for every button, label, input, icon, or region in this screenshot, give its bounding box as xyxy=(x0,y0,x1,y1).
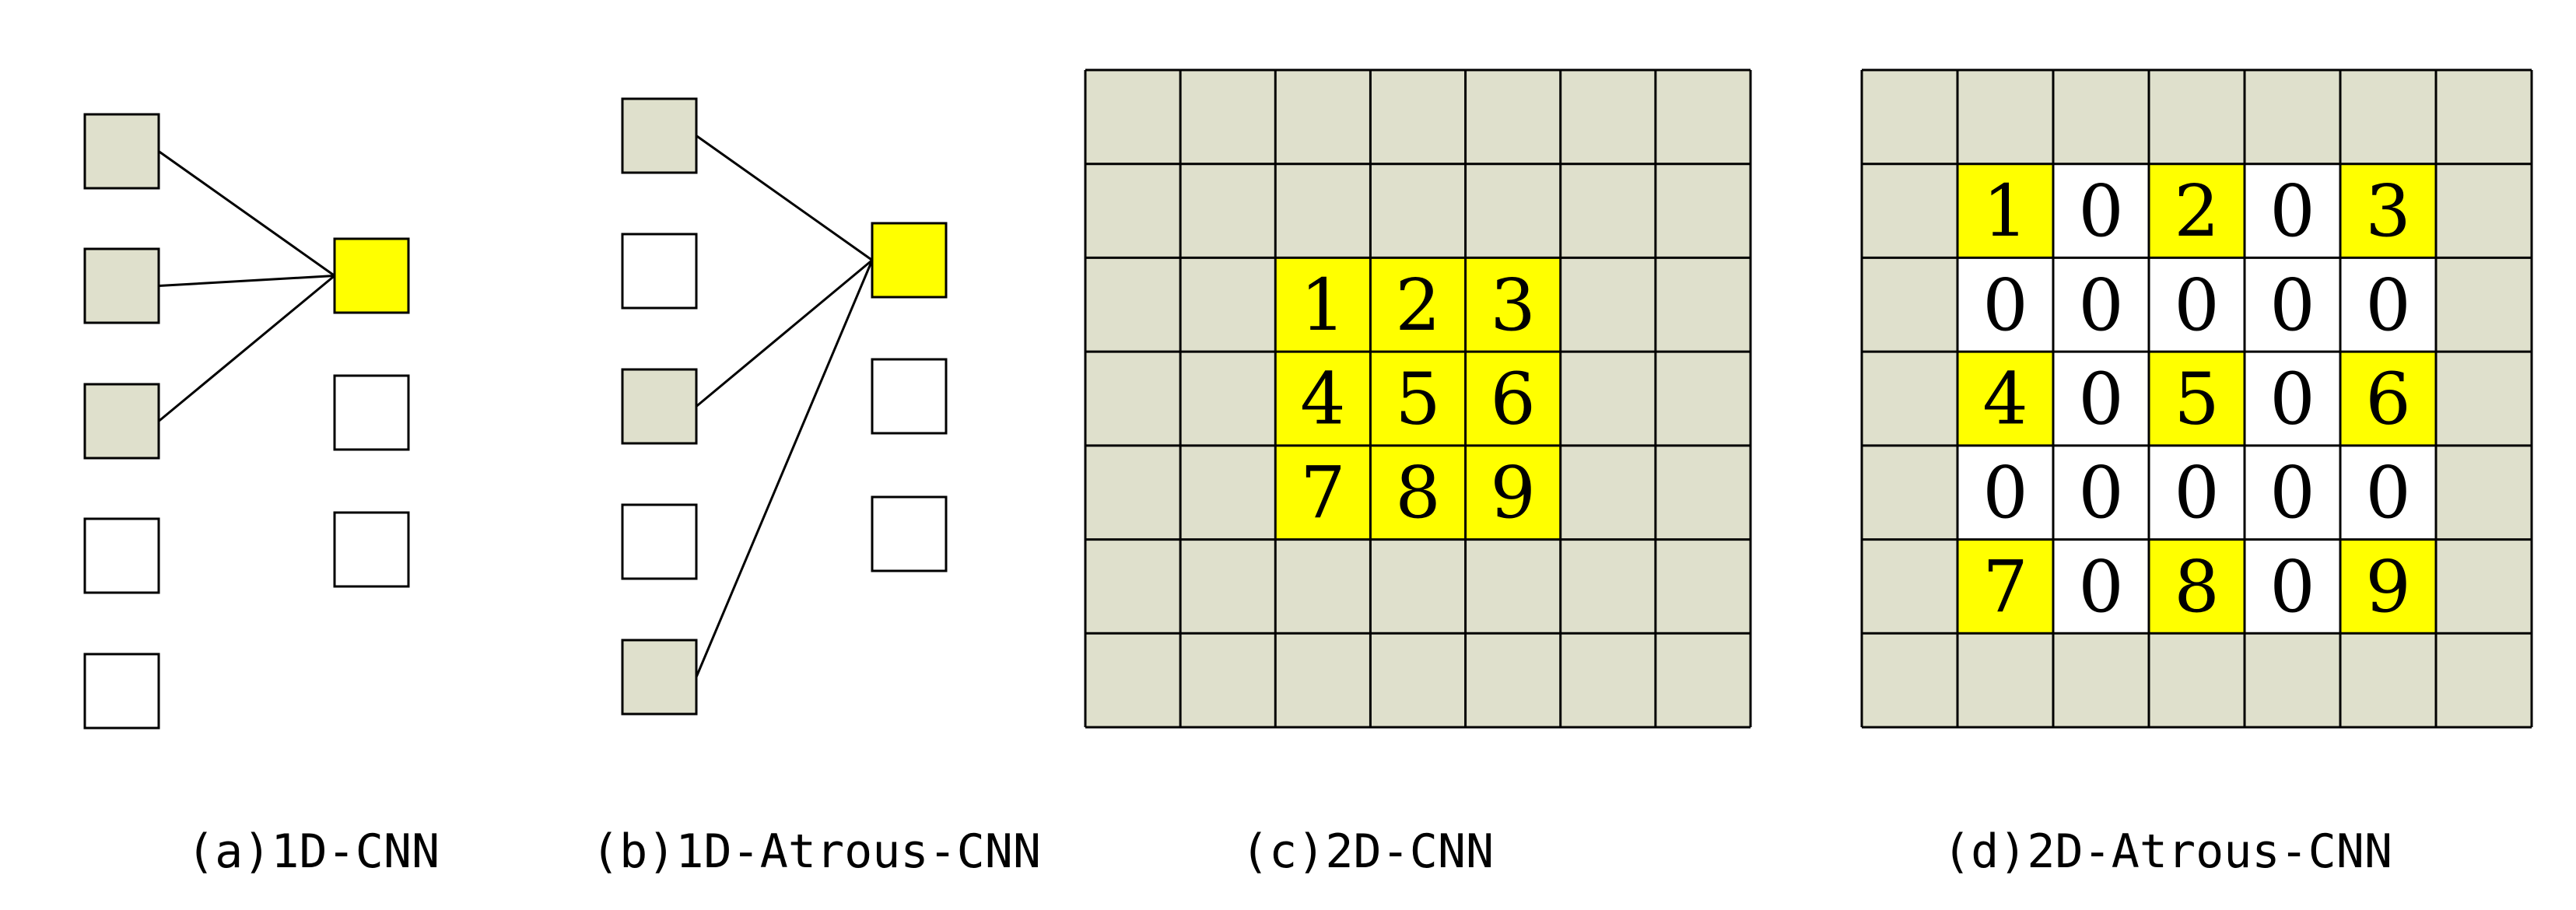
panel-d-kernel-cell xyxy=(1957,445,2053,540)
panel-c-kernel-cell xyxy=(1370,352,1466,446)
panel-d-kernel-value: 0 xyxy=(2174,451,2220,534)
panel-d-kernel-value: 0 xyxy=(2078,545,2124,628)
panel-d-kernel-value: 0 xyxy=(1982,451,2028,534)
panel-d-kernel-value: 0 xyxy=(2269,451,2315,534)
panel-d-kernel-cell xyxy=(2340,257,2436,352)
panel-d-kernel-value: 0 xyxy=(2078,264,2124,347)
panel-d-kernel-cell xyxy=(2245,352,2340,446)
panel-c-kernel-cell xyxy=(1275,445,1371,540)
panel-b-output-node xyxy=(871,358,948,435)
panel-d-kernel-cell xyxy=(2149,352,2245,446)
panel-d-kernel-value: 8 xyxy=(2174,545,2220,628)
panel-d-kernel-cell xyxy=(2245,539,2340,634)
panel-d-kernel-cell xyxy=(2340,163,2436,258)
panel-b-connection-line xyxy=(696,135,873,261)
panel-d-kernel-cell xyxy=(2053,539,2149,634)
panel-d-kernel-cell xyxy=(2245,445,2340,540)
caption-d: (d)2D-Atrous-CNN xyxy=(1943,824,2392,879)
panel-c-kernel-cell xyxy=(1465,257,1561,352)
panel-c-kernel-value: 7 xyxy=(1300,451,1346,534)
panel-d-kernel-cell xyxy=(2053,352,2149,446)
panel-c-kernel-value: 6 xyxy=(1490,358,1536,441)
panel-d-kernel-value: 3 xyxy=(2365,170,2411,253)
panel-d-kernel-cell xyxy=(1957,163,2053,258)
panel-d-kernel-cell xyxy=(2149,257,2245,352)
panel-d-kernel-cell xyxy=(2149,539,2245,634)
panel-d-kernel-value: 2 xyxy=(2174,170,2220,253)
panel-a-output-node xyxy=(333,237,410,314)
panel-c-kernel-cell xyxy=(1275,257,1371,352)
panel-d-kernel-cell xyxy=(1957,257,2053,352)
panel-d-kernel-cell xyxy=(1957,352,2053,446)
panel-d-kernel-value: 0 xyxy=(2078,451,2124,534)
panel-d-kernel-value: 5 xyxy=(2174,358,2220,441)
panel-d-kernel-cell xyxy=(2053,257,2149,352)
caption-b: (b)1D-Atrous-CNN xyxy=(591,824,1041,879)
panel-d-kernel-cell xyxy=(1957,539,2053,634)
panel-d-kernel-cell xyxy=(2340,352,2436,446)
caption-c: (c)2D-CNN xyxy=(1241,824,1494,879)
panel-d-kernel-cell xyxy=(2053,163,2149,258)
panel-d-kernel-value: 0 xyxy=(2269,170,2315,253)
panel-a-input-node xyxy=(83,517,160,594)
panel-d-kernel-value: 0 xyxy=(2269,545,2315,628)
panel-a-connection-line xyxy=(158,275,335,287)
panel-b-input-node xyxy=(621,368,698,445)
panel-d-kernel-value: 6 xyxy=(2365,358,2411,441)
panel-c-kernel-cell xyxy=(1275,352,1371,446)
panel-c-kernel-value: 1 xyxy=(1300,264,1346,347)
panel-a-connection-line xyxy=(158,150,335,277)
panel-d-kernel-value: 0 xyxy=(2365,264,2411,347)
panel-b-connection-line xyxy=(696,259,873,408)
panel-c-kernel-value: 8 xyxy=(1395,451,1441,534)
panel-d-kernel-value: 0 xyxy=(1982,264,2028,347)
panel-c-kernel-cell xyxy=(1465,445,1561,540)
panel-d-kernel-value: 1 xyxy=(1982,170,2028,253)
panel-b-1d-atrous-cnn xyxy=(621,97,948,716)
panel-c-kernel-cell xyxy=(1370,445,1466,540)
panel-d-kernel-value: 4 xyxy=(1982,358,2028,441)
panel-a-input-node xyxy=(83,113,160,190)
panel-b-output-node xyxy=(871,222,948,299)
panel-a-input-node xyxy=(83,383,160,460)
panel-c-kernel-value: 2 xyxy=(1395,264,1441,347)
panel-b-output-node xyxy=(871,495,948,572)
panel-d-kernel-value: 7 xyxy=(1982,545,2028,628)
panel-b-connection-line xyxy=(695,259,874,678)
panel-d-kernel-cell xyxy=(2340,539,2436,634)
panel-d-kernel-value: 9 xyxy=(2365,545,2411,628)
panel-a-input-node xyxy=(83,247,160,324)
panel-c-kernel-value: 9 xyxy=(1490,451,1536,534)
panel-b-input-node xyxy=(621,233,698,310)
panel-d-kernel-value: 0 xyxy=(2269,358,2315,441)
panel-d-kernel-cell xyxy=(2053,445,2149,540)
caption-a: (a)1D-CNN xyxy=(187,824,440,879)
panel-d-kernel-value: 0 xyxy=(2269,264,2315,347)
panel-a-input-node xyxy=(83,653,160,730)
panel-c-kernel-value: 5 xyxy=(1395,358,1441,441)
panel-d-kernel-cell xyxy=(2149,445,2245,540)
panel-b-input-node xyxy=(621,639,698,716)
panel-b-input-node xyxy=(621,503,698,580)
panel-c-kernel-value: 3 xyxy=(1490,264,1536,347)
panel-a-output-node xyxy=(333,374,410,451)
panel-d-kernel-value: 0 xyxy=(2365,451,2411,534)
panel-d-kernel-value: 0 xyxy=(2078,170,2124,253)
panel-d-kernel-cell xyxy=(2340,445,2436,540)
panel-d-kernel-value: 0 xyxy=(2174,264,2220,347)
panel-a-1d-cnn xyxy=(83,113,410,730)
panel-c-kernel-cell xyxy=(1465,352,1561,446)
panel-a-connection-line xyxy=(158,275,335,422)
panel-d-kernel-value: 0 xyxy=(2078,358,2124,441)
panel-d-kernel-cell xyxy=(2245,257,2340,352)
panel-d-kernel-cell xyxy=(2245,163,2340,258)
panel-d-kernel-cell xyxy=(2149,163,2245,258)
panel-c-kernel-value: 4 xyxy=(1300,358,1346,441)
panel-b-input-node xyxy=(621,97,698,174)
panel-c-kernel-cell xyxy=(1370,257,1466,352)
panel-a-output-node xyxy=(333,511,410,588)
